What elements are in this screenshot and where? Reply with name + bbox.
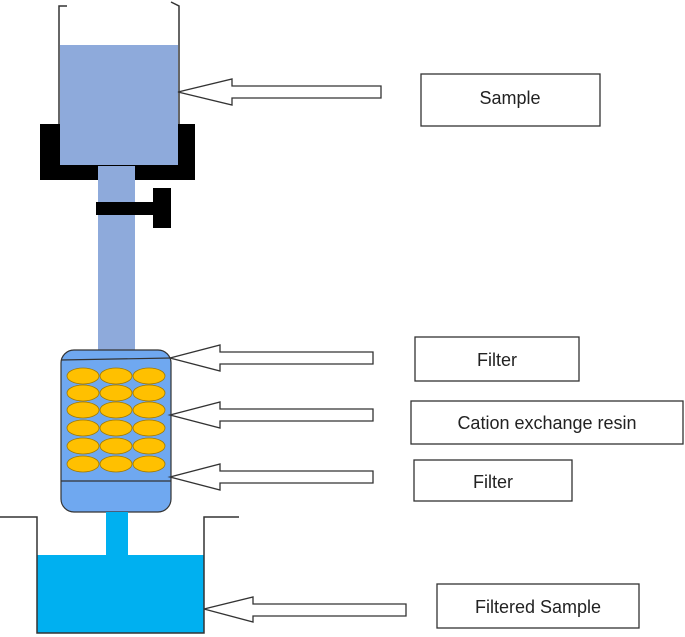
sample-label-box: Sample [420, 73, 601, 127]
resin-bead [66, 367, 100, 385]
beaker-walls [0, 516, 239, 634]
top-filter-line [60, 357, 172, 361]
filter-bottom-arrow-icon [167, 463, 374, 491]
resin-bead [66, 437, 100, 455]
filtered-sample-arrow-icon [203, 596, 407, 623]
resin-label: Cation exchange resin [457, 413, 636, 433]
resin-bead [132, 437, 166, 455]
filtered-liquid [37, 555, 204, 633]
resin-bead [132, 401, 166, 419]
resin-arrow-icon [167, 401, 374, 429]
filter-bottom-label-box: Filter [413, 459, 573, 502]
sample-arrow-icon [177, 78, 382, 106]
filtered-sample-label-box: Filtered Sample [436, 583, 640, 629]
resin-bead [132, 384, 166, 402]
resin-bead [132, 455, 166, 473]
resin-label-box: Cation exchange resin [410, 400, 684, 445]
filter-top-arrow-icon [167, 344, 374, 372]
resin-bead [66, 455, 100, 473]
resin-bead [66, 419, 100, 437]
outlet-tube [106, 512, 128, 555]
sample-liquid [60, 45, 178, 167]
resin-beads [66, 367, 166, 473]
resin-column [60, 349, 172, 513]
resin-bead [99, 367, 133, 385]
collection-beaker [0, 516, 239, 634]
resin-bead [66, 401, 100, 419]
sample-label: Sample [479, 88, 540, 108]
delivery-tube [98, 166, 135, 352]
resin-bead [99, 437, 133, 455]
resin-bead [99, 384, 133, 402]
filter-top-label-box: Filter [414, 336, 580, 382]
resin-bead [132, 367, 166, 385]
resin-bead [99, 401, 133, 419]
resin-bead [66, 384, 100, 402]
resin-bead [132, 419, 166, 437]
stopcock-icon [96, 188, 171, 228]
sample-reservoir [58, 1, 180, 168]
filter-bottom-label: Filter [473, 472, 513, 492]
filtered-sample-label: Filtered Sample [475, 597, 601, 617]
filter-top-label: Filter [477, 350, 517, 370]
resin-bead [99, 419, 133, 437]
resin-bead [99, 455, 133, 473]
